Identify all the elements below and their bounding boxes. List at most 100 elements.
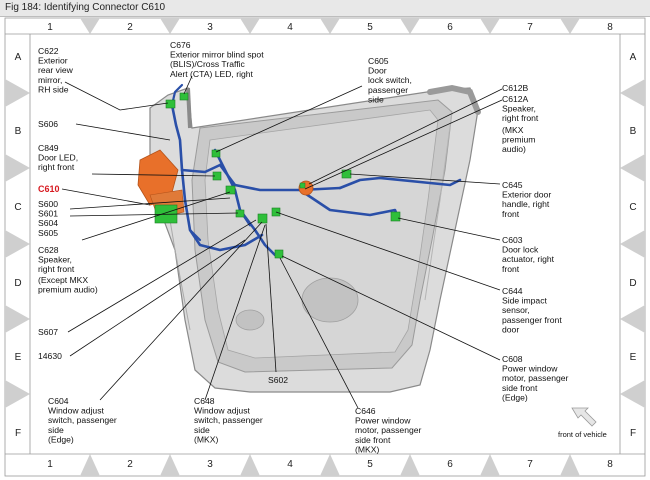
edge-marker-left — [5, 230, 30, 258]
label-line: switch, passenger — [194, 415, 263, 425]
label-line: motor, passenger — [502, 373, 569, 383]
edge-marker-top — [480, 18, 500, 34]
front-of-vehicle-arrow — [571, 407, 597, 427]
label-14630: 14630 — [38, 351, 62, 361]
label-line: Power window — [502, 364, 558, 374]
arrow-icon — [571, 407, 597, 427]
grid-row-right-D: D — [629, 278, 636, 289]
label-line: Speaker, — [502, 104, 536, 114]
grid-row-left-B: B — [15, 126, 22, 137]
label-line: C608 — [502, 354, 523, 364]
grid-row-right-C: C — [629, 202, 636, 213]
grid-col-top-3: 3 — [207, 22, 213, 33]
grid-col-bottom-3: 3 — [207, 459, 213, 470]
grid-col-bottom-2: 2 — [127, 459, 133, 470]
grid-col-top-4: 4 — [287, 22, 293, 33]
label-line: premium audio) — [38, 285, 98, 295]
label-line: (MKX) — [355, 444, 379, 454]
label-line: handle, right — [502, 199, 550, 209]
edge-marker-right — [620, 79, 645, 107]
edge-marker-right — [620, 305, 645, 333]
grid-col-bottom-1: 1 — [47, 459, 53, 470]
label-line: (Edge) — [48, 434, 74, 444]
edge-marker-bottom — [560, 454, 580, 476]
wiring-harness — [170, 83, 462, 257]
label-line: Door — [368, 66, 387, 76]
label-line: C849 — [38, 143, 59, 153]
grid-row-left-F: F — [15, 428, 21, 439]
figure-title-bar: Fig 184: Identifying Connector C610 — [0, 0, 650, 17]
label-line: C644 — [502, 286, 523, 296]
label-line: C612A — [502, 94, 529, 104]
label-line: side — [48, 425, 64, 435]
label-line: (BLIS)/Cross Traffic — [170, 59, 246, 69]
label-line: Alert (CTA) LED, right — [170, 69, 254, 79]
harness-speaker-branch — [188, 228, 202, 242]
label-line: side front — [355, 435, 391, 445]
grid-col-top-5: 5 — [367, 22, 373, 33]
label-line: C605 — [368, 56, 389, 66]
label-line: Exterior — [38, 56, 68, 66]
leader-lines — [61, 75, 503, 409]
label-line: side — [194, 425, 210, 435]
grid-col-top-2: 2 — [127, 22, 133, 33]
label-s606: S606 — [38, 119, 58, 129]
label-line: S604 — [38, 218, 58, 228]
edge-marker-bottom — [480, 454, 500, 476]
edge-marker-left — [5, 380, 30, 408]
connector-c612b — [299, 182, 306, 189]
grid-edge-markers — [5, 18, 645, 476]
label-line: front — [502, 209, 520, 219]
connector-c645 — [341, 169, 352, 179]
label-line: sensor, — [502, 305, 530, 315]
label-front-of-vehicle: front of vehicle — [558, 430, 607, 439]
label-line: Exterior mirror blind spot — [170, 50, 264, 60]
edge-marker-top — [560, 18, 580, 34]
grid-col-top-8: 8 — [607, 22, 613, 33]
label-line: lock switch, — [368, 75, 412, 85]
label-line: rear view — [38, 65, 74, 75]
edge-marker-top — [240, 18, 260, 34]
grid-col-top-1: 1 — [47, 22, 53, 33]
label-c610: C610 — [38, 184, 60, 194]
grid-row-left-E: E — [15, 352, 22, 363]
label-line: Power window — [355, 416, 411, 426]
connector-c646 — [274, 249, 284, 259]
label-line: Window adjust — [48, 406, 104, 416]
label-line: right front — [502, 113, 539, 123]
label-line: C646 — [355, 406, 376, 416]
edge-marker-bottom — [400, 454, 420, 476]
label-c612b: C612B — [502, 83, 529, 93]
window-frame-rear — [427, 84, 481, 115]
label-line: right front — [38, 162, 75, 172]
edge-marker-top — [320, 18, 340, 34]
label-line: motor, passenger — [355, 425, 422, 435]
grid-row-right-B: B — [630, 126, 637, 137]
grid-row-right-A: A — [630, 52, 637, 63]
label-line: (Except MKX — [38, 275, 88, 285]
door-panel — [137, 84, 481, 393]
edge-marker-left — [5, 79, 30, 107]
edge-marker-right — [620, 230, 645, 258]
label-line: side front — [502, 383, 538, 393]
grid-col-bottom-5: 5 — [367, 459, 373, 470]
door-trim-recess — [204, 109, 439, 359]
label-line: C603 — [502, 235, 523, 245]
grid-row-right-E: E — [630, 352, 637, 363]
connector-c648 — [257, 213, 268, 224]
label-line: S600 — [38, 199, 58, 209]
grid-col-top-7: 7 — [527, 22, 533, 33]
label-line: switch, passenger — [48, 415, 117, 425]
edge-marker-left — [5, 154, 30, 182]
figure-title: Fig 184: Identifying Connector C610 — [5, 2, 166, 13]
label-line: Speaker, — [38, 255, 72, 265]
label-line: C676 — [170, 40, 191, 50]
connector-c676 — [179, 92, 189, 101]
